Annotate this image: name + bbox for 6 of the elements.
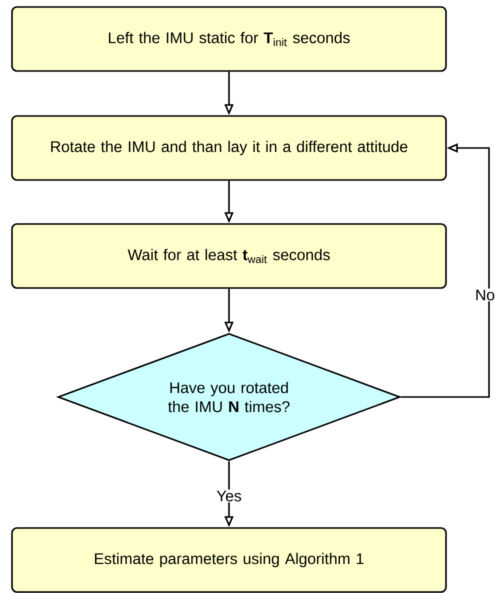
process-box: Estimate parameters using Algorithm 1 [11, 527, 447, 593]
edge-label: No [474, 288, 496, 302]
edge-label: Yes [215, 490, 243, 502]
process-box: Left the IMU static for T$_{init}$ seconds [11, 6, 447, 72]
process-box: Wait for at least t$_{wait}$ seconds [11, 223, 447, 289]
process-box: Rotate the IMU and than lay it in a different attitude [11, 115, 447, 181]
